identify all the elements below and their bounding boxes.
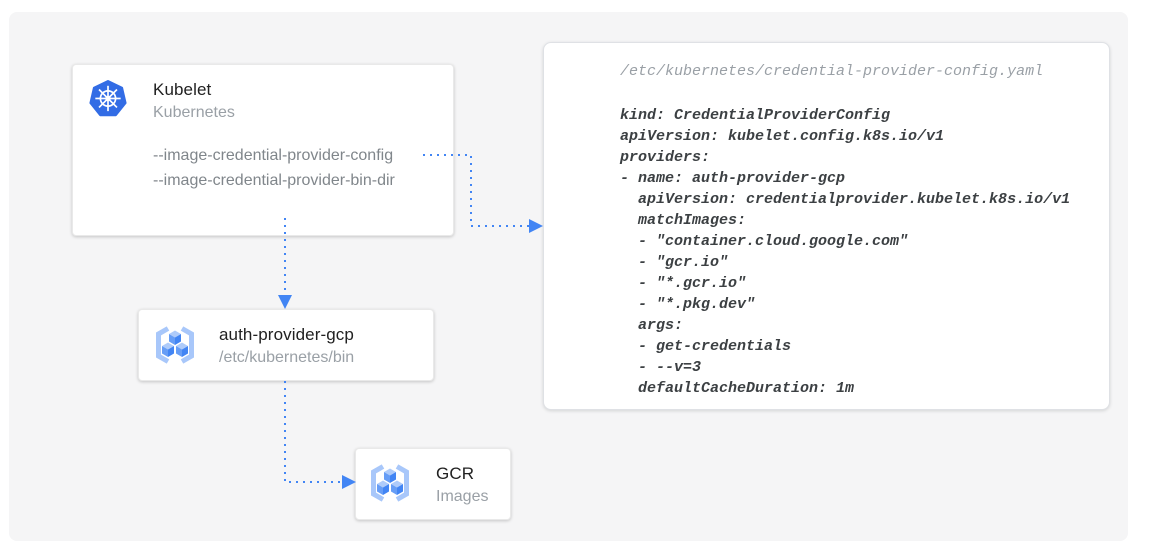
kubelet-subtitle: Kubernetes — [153, 104, 235, 121]
gcr-icon — [153, 323, 197, 367]
node-auth-provider-gcp: auth-provider-gcp /etc/kubernetes/bin — [138, 309, 434, 381]
code-yaml-content: kind: CredentialProviderConfig apiVersio… — [620, 107, 1071, 397]
auth-provider-title: auth-provider-gcp — [219, 325, 354, 344]
gcr-icon — [368, 461, 412, 505]
node-kubelet: Kubelet Kubernetes --image-credential-pr… — [72, 64, 454, 236]
kubelet-flag-config: --image-credential-provider-config — [153, 147, 394, 164]
code-file-path: /etc/kubernetes/credential-provider-conf… — [620, 63, 1044, 80]
auth-provider-subtitle: /etc/kubernetes/bin — [219, 349, 355, 366]
kubelet-title: Kubelet — [153, 80, 212, 99]
node-gcr: GCR Images — [355, 448, 511, 520]
gcr-title: GCR — [436, 464, 475, 483]
gcr-subtitle: Images — [436, 488, 489, 505]
kubelet-flag-bin-dir: --image-credential-provider-bin-dir — [153, 172, 395, 189]
kubernetes-icon — [89, 80, 127, 118]
code-panel: /etc/kubernetes/credential-provider-conf… — [543, 42, 1110, 410]
kubelet-flags: --image-credential-provider-config --ima… — [153, 143, 395, 193]
